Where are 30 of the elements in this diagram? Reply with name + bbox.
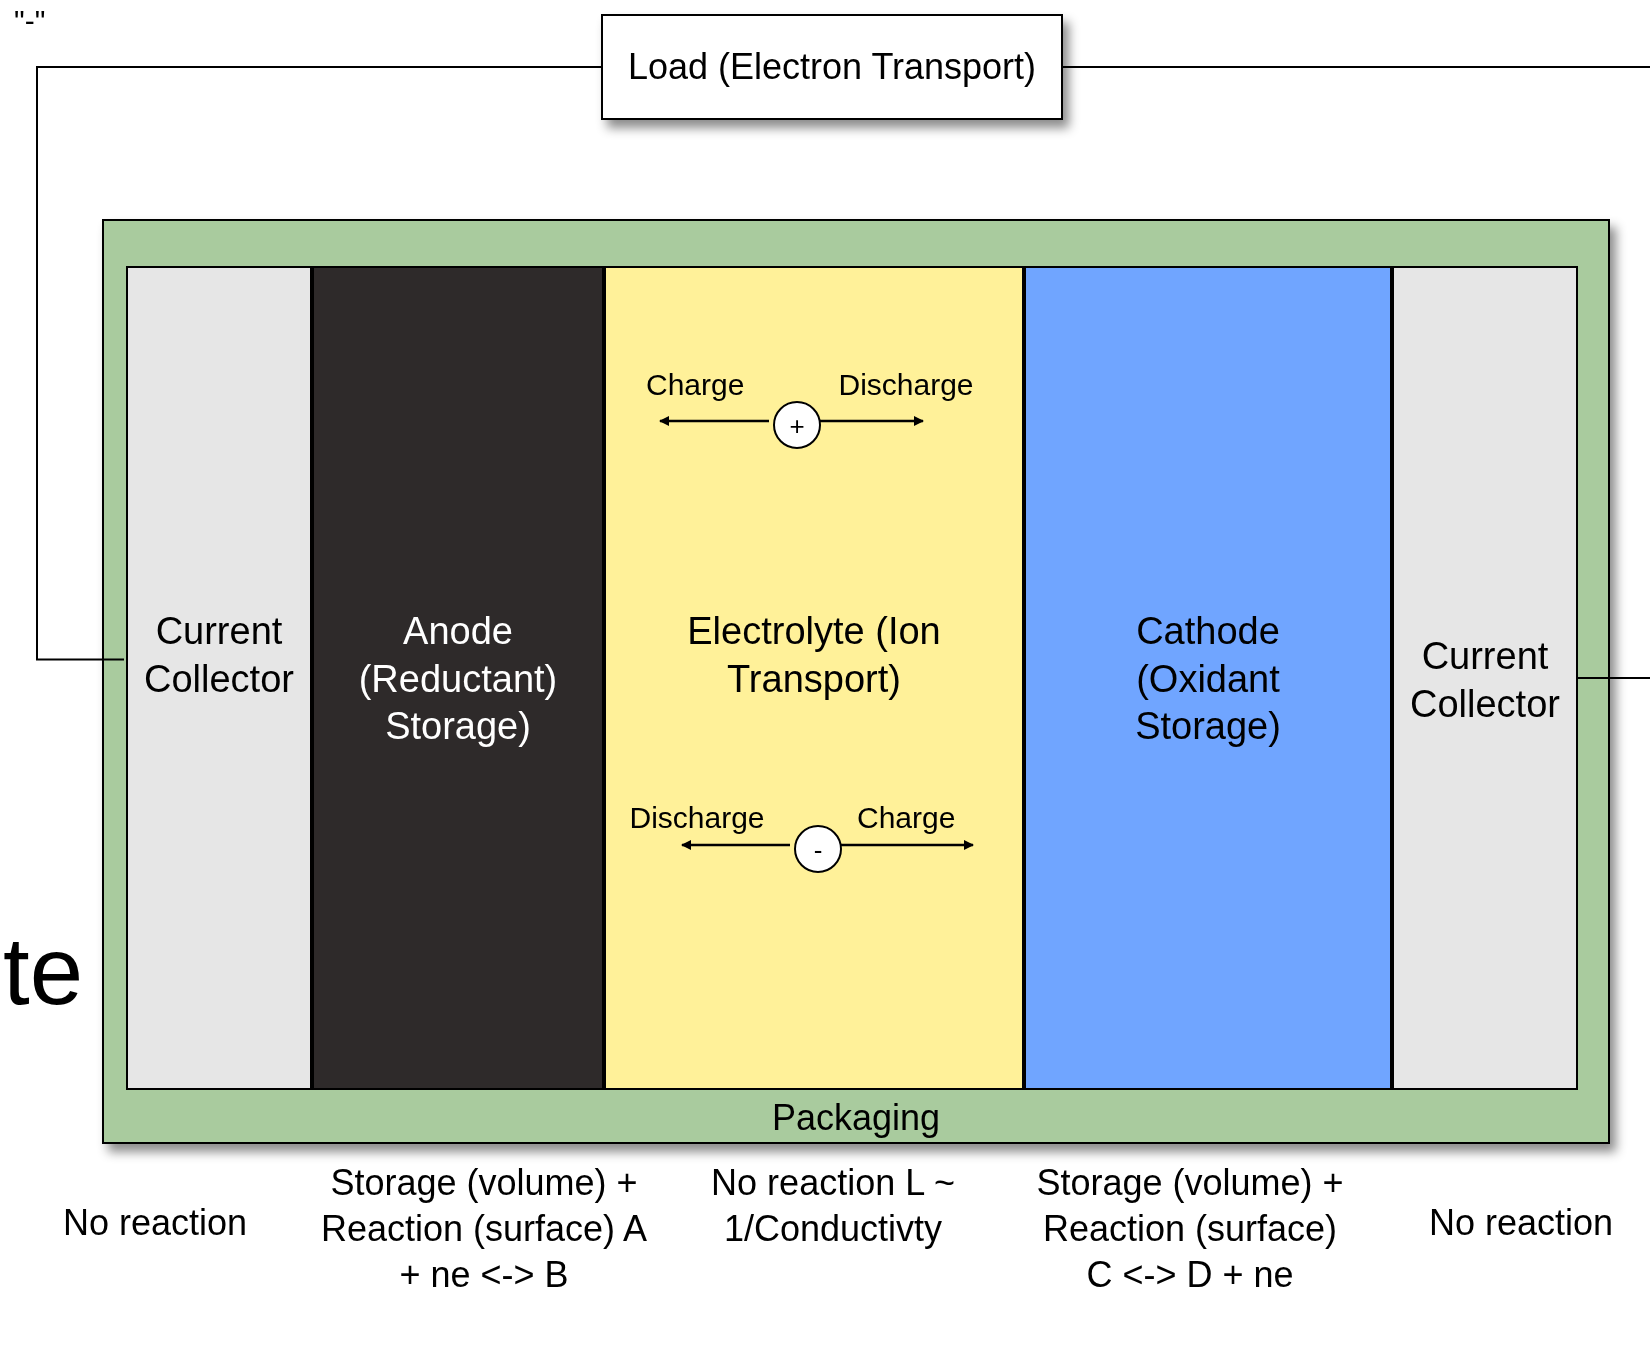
- arrow: [681, 840, 790, 850]
- ion-sign: -: [812, 834, 824, 867]
- arrow: [659, 416, 769, 426]
- cut-off-text: te: [3, 918, 84, 1024]
- anode-layer: [312, 266, 604, 1090]
- load-box: [601, 14, 1063, 120]
- wire: [1062, 66, 1650, 68]
- layer-label: Electrolyte (Ion Transport): [686, 609, 942, 702]
- positive-ion-circle: [773, 401, 821, 449]
- current-collector-layer: [1392, 266, 1578, 1090]
- terminal-sign: "-": [14, 4, 46, 37]
- current-collector-layer: [126, 266, 312, 1090]
- layer-note: No reaction: [61, 1201, 249, 1245]
- wire: [36, 66, 602, 661]
- packaging-label: Packaging: [770, 1096, 942, 1140]
- layer-label: Anode (Reductant) Storage): [357, 609, 559, 749]
- layer-label: Current Collector: [1409, 634, 1561, 727]
- cathode-layer: [1024, 266, 1392, 1090]
- layer-note: No reaction L ~ 1/Conductivty: [710, 1161, 956, 1251]
- wire: [1575, 677, 1650, 679]
- layer-note: No reaction: [1427, 1201, 1615, 1245]
- layer-label: Load (Electron Transport): [626, 45, 1038, 89]
- layer-label: Cathode (Oxidant Storage): [1134, 609, 1282, 749]
- ion-sign: +: [788, 410, 806, 443]
- layer-note: Storage (volume) + Reaction (surface) A + ne <-> B: [319, 1161, 649, 1297]
- packaging-box: [102, 219, 1610, 1144]
- layer-label: Current Collector: [143, 609, 295, 702]
- negative-ion-circle: [794, 825, 842, 873]
- layer-note: Storage (volume) + Reaction (surface) C <-> D + ne: [1035, 1161, 1345, 1297]
- electrolyte-layer: [604, 266, 1024, 1090]
